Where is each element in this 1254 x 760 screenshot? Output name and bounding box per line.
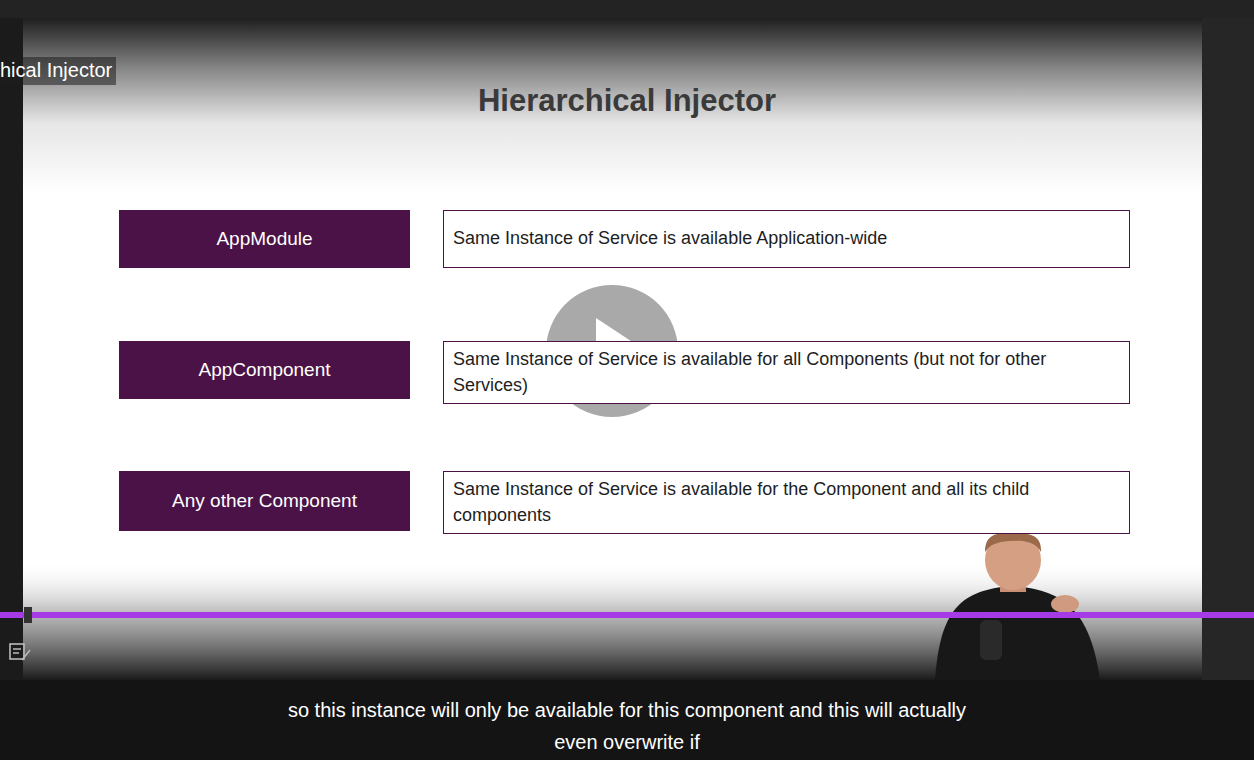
injector-level-box: Any other Component <box>119 471 410 531</box>
injector-level-box: AppComponent <box>119 341 410 399</box>
progress-bar <box>0 612 1254 618</box>
top-bar <box>0 0 1254 18</box>
video-title: hical Injector <box>0 57 116 85</box>
box-label: Any other Component <box>172 490 357 512</box>
caption-bar <box>0 680 1254 760</box>
injector-level-box: AppModule <box>119 210 410 268</box>
presenter <box>935 530 1100 680</box>
notes-icon <box>10 644 30 660</box>
slide-title: Hierarchical Injector <box>0 83 1254 119</box>
box-description: Same Instance of Service is available Ap… <box>453 226 887 251</box>
description-box: Same Instance of Service is available Ap… <box>443 210 1130 268</box>
progress-thumb <box>24 607 32 623</box>
box-description: Same Instance of Service is available fo… <box>453 477 1120 527</box>
description-box: Same Instance of Service is available fo… <box>443 471 1130 534</box>
box-description: Same Instance of Service is available fo… <box>453 347 1120 397</box>
box-label: AppModule <box>216 228 312 250</box>
subtitle: so this instance will only be available … <box>277 694 977 758</box>
box-label: AppComponent <box>198 359 330 381</box>
description-box: Same Instance of Service is available fo… <box>443 341 1130 404</box>
